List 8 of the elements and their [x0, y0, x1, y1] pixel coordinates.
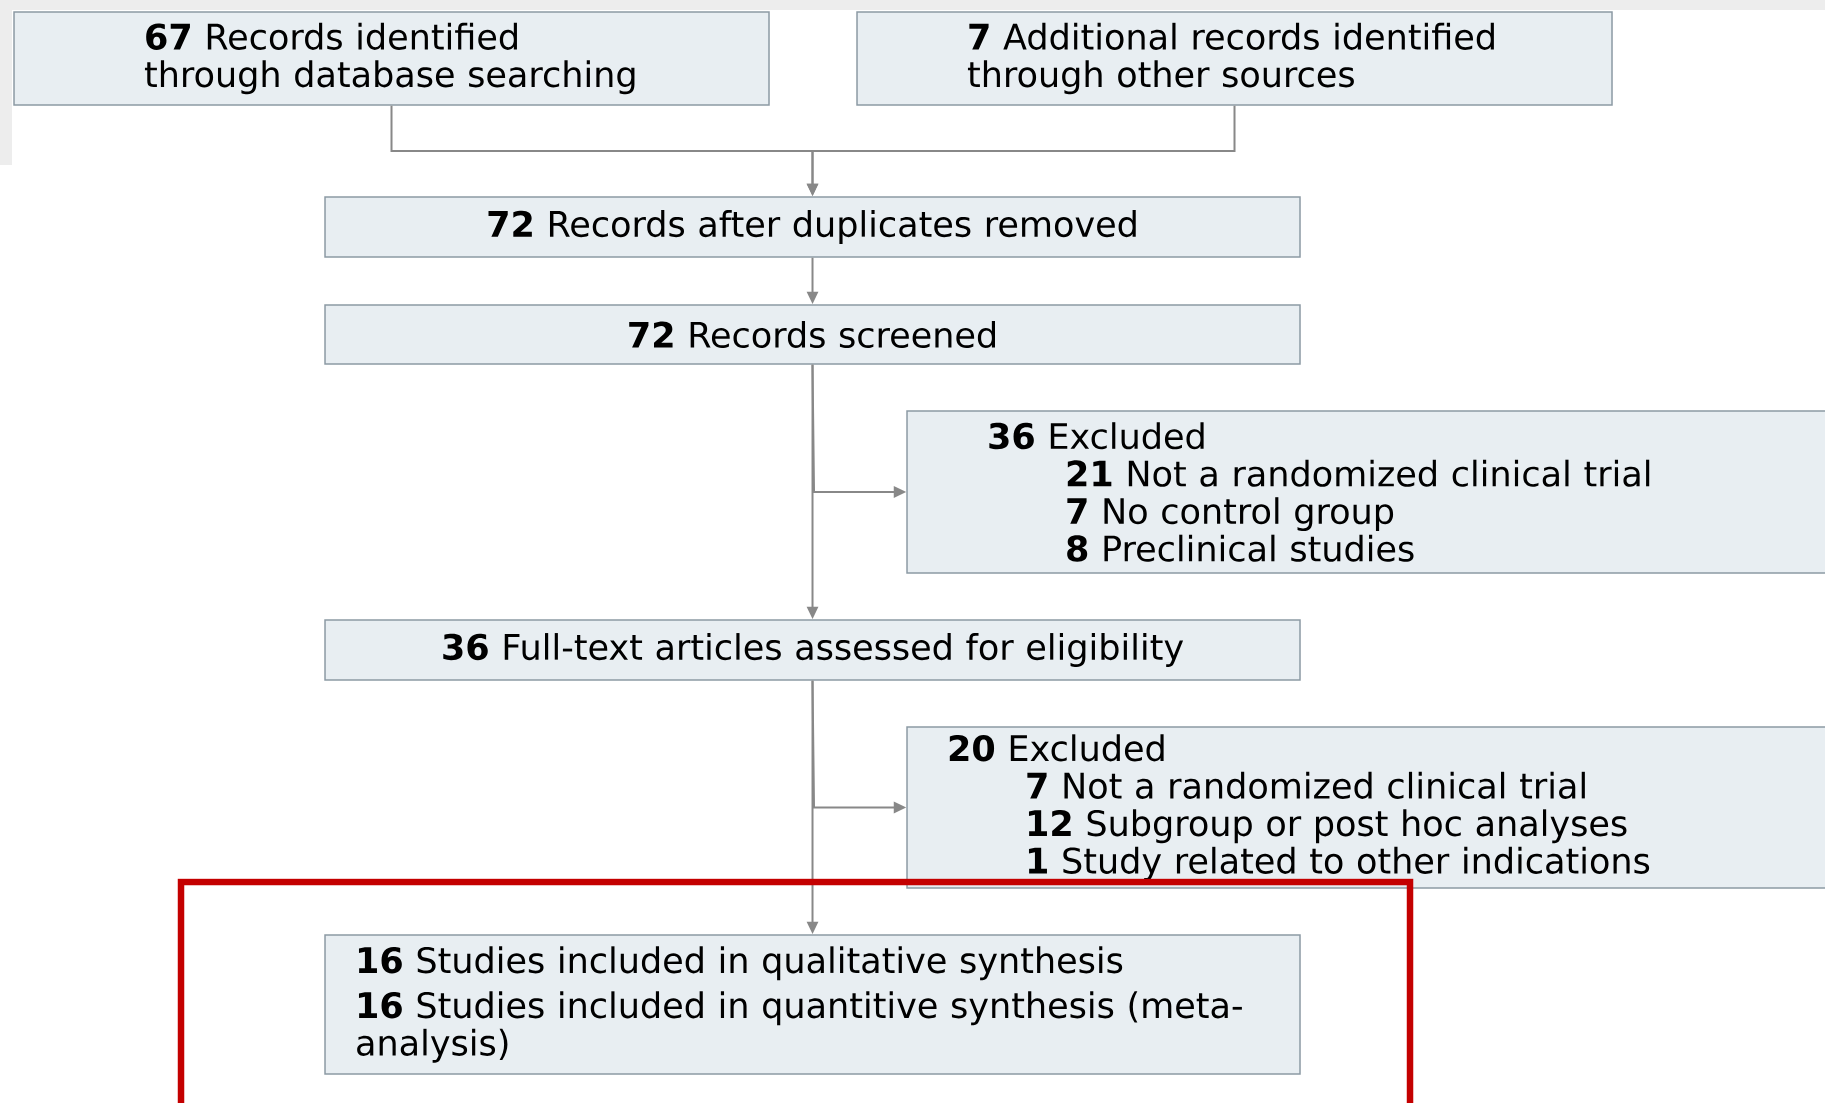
process-box: 16 Studies included in qualitative synthesis 16 Studies included in quantitive synthesis (meta-analysis) [324, 934, 1301, 1075]
process-box: 67 Records identified through database searching [13, 11, 770, 106]
process-box: 7 Additional records identified through other sources [856, 11, 1613, 106]
exclusion-box: 36 Excluded 21 Not a randomized clinical trial 7 No control group 8 Preclinical studies [906, 410, 1825, 574]
process-box: 72 Records after duplicates removed [324, 196, 1301, 258]
process-box: 36 Full-text articles assessed for eligibility [324, 619, 1301, 681]
process-box: 72 Records screened [324, 304, 1301, 365]
exclusion-box: 20 Excluded 7 Not a randomized clinical trial 12 Subgroup or post hoc analyses 1 Study related to other indications [906, 726, 1825, 889]
